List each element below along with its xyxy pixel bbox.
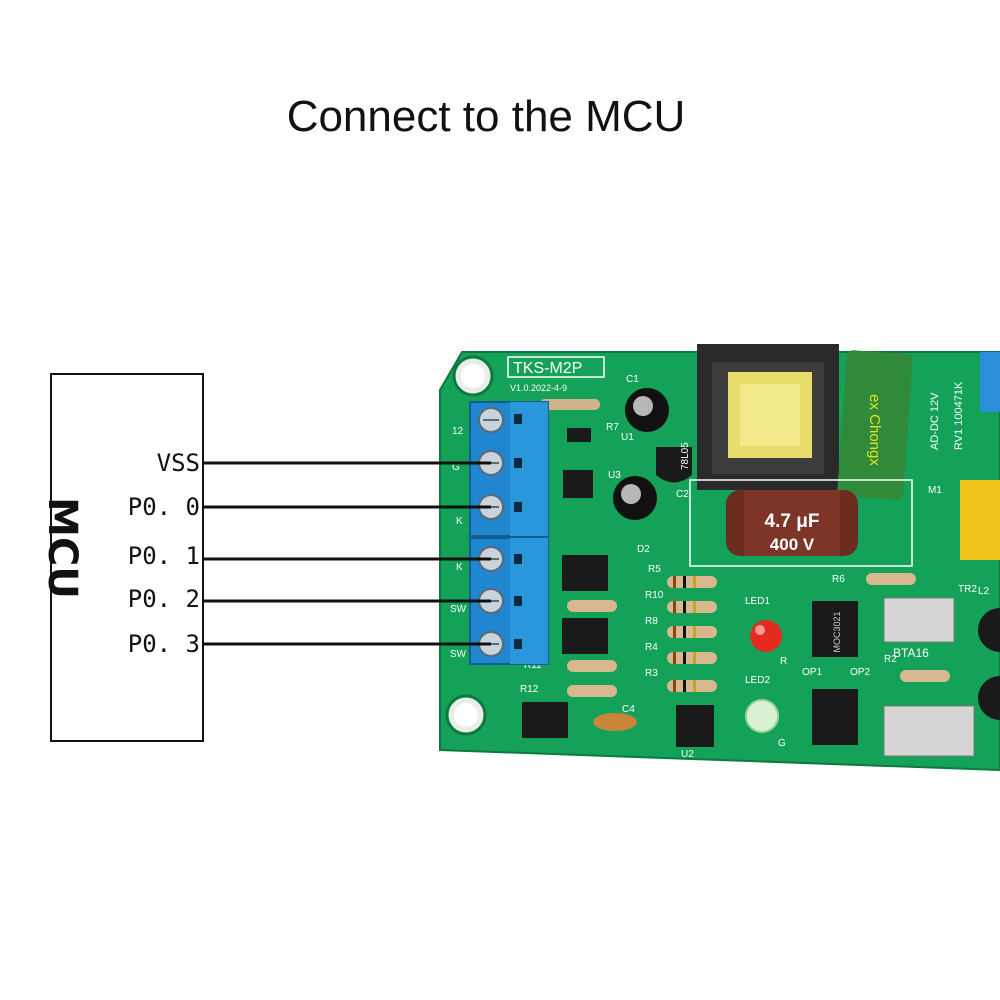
label-r7: R7	[606, 422, 619, 433]
triac-label: BTA16	[893, 646, 929, 660]
chip-u3	[563, 470, 593, 498]
optocoupler-label: MOC3021	[832, 611, 842, 652]
terminal-marks: 12 G K K SW SW	[450, 426, 467, 660]
board-version-label: V1.0.2022-4-9	[510, 383, 567, 393]
label-r5: R5	[648, 564, 661, 575]
regulator-78l05	[656, 447, 692, 483]
label-c2: C2	[676, 489, 689, 500]
label-m1: M1	[928, 485, 942, 496]
svg-text:ex Chongx: ex Chongx	[866, 394, 883, 466]
optocoupler-moc3021-1	[812, 601, 858, 657]
mcu-block	[50, 373, 204, 742]
optocoupler-moc3021-2	[812, 689, 858, 745]
terminal-mark-g: G	[452, 462, 460, 473]
connection-wires	[204, 461, 491, 646]
label-g: G	[778, 738, 786, 749]
terminal-mark-k1: K	[456, 516, 463, 527]
label-r2: R2	[884, 654, 897, 665]
label-u2: U2	[681, 749, 694, 760]
led-green	[745, 699, 779, 733]
optocoupler-left-2	[562, 618, 608, 654]
varistor	[960, 480, 1000, 560]
optocoupler-left-3	[522, 702, 568, 738]
label-op2: OP2	[850, 667, 870, 678]
power-label: AD-DC 12V	[929, 392, 941, 450]
label-u1: U1	[621, 432, 634, 443]
label-r8: R8	[645, 616, 658, 627]
label-r4: R4	[645, 642, 658, 653]
label-op1: OP1	[802, 667, 822, 678]
triac-bta16-2	[883, 705, 975, 757]
chip-u2	[676, 705, 714, 747]
triac-bta16-1	[883, 597, 955, 643]
mcu-label: MCU	[39, 497, 85, 599]
label-c4: C4	[622, 704, 635, 715]
terminal-mark-k2: K	[456, 562, 463, 573]
terminal-mark-12: 12	[452, 426, 464, 437]
terminal-mark-sw1: SW	[450, 604, 467, 615]
label-c1: C1	[626, 374, 639, 385]
capacitor-voltage-label: 400 V	[770, 535, 815, 554]
regulator-label: 78L05	[680, 442, 691, 470]
pin-label-p0-0: P0. 0	[127, 493, 200, 521]
terminal-block-lower	[469, 537, 549, 665]
transformer	[697, 344, 839, 490]
terminal-block-upper	[469, 401, 549, 537]
label-d2: D2	[637, 544, 650, 555]
capacitor-value-label: 4.7 μF	[765, 511, 820, 532]
terminal-mark-sw2: SW	[450, 649, 467, 660]
pin-label-p0-3: P0. 3	[127, 630, 200, 658]
varistor-label: RV1 100471K	[953, 381, 965, 450]
label-r3: R3	[645, 668, 658, 679]
label-led2: LED2	[745, 675, 770, 686]
x-capacitor: ex Chongx	[837, 350, 913, 500]
board-model-label: TKS-M2P	[513, 360, 582, 377]
component-labels: C1 R7 U1 U3 C2 D2 R5 R10 R8 R4 R3 R11 R1…	[520, 374, 990, 760]
label-r6: R6	[832, 574, 845, 585]
pin-label-p0-1: P0. 1	[127, 542, 200, 570]
label-r12: R12	[520, 684, 539, 695]
pin-label-vss: VSS	[156, 449, 200, 477]
label-u3: U3	[608, 470, 621, 481]
label-l2: L2	[978, 586, 990, 597]
label-led1: LED1	[745, 596, 770, 607]
label-r: R	[780, 656, 787, 667]
label-r10: R10	[645, 590, 664, 601]
optocoupler-left-1	[562, 555, 608, 591]
capacitor-c4	[593, 713, 637, 731]
label-tr2: TR2	[958, 584, 977, 595]
label-r11: R11	[524, 660, 542, 671]
resistor-array	[540, 399, 950, 697]
electrolytic-capacitor-4-7uf: 4.7 μF 400 V	[726, 490, 858, 556]
led-red	[750, 620, 782, 652]
pin-label-p0-2: P0. 2	[127, 585, 200, 613]
page-title: Connect to the MCU	[286, 92, 686, 141]
